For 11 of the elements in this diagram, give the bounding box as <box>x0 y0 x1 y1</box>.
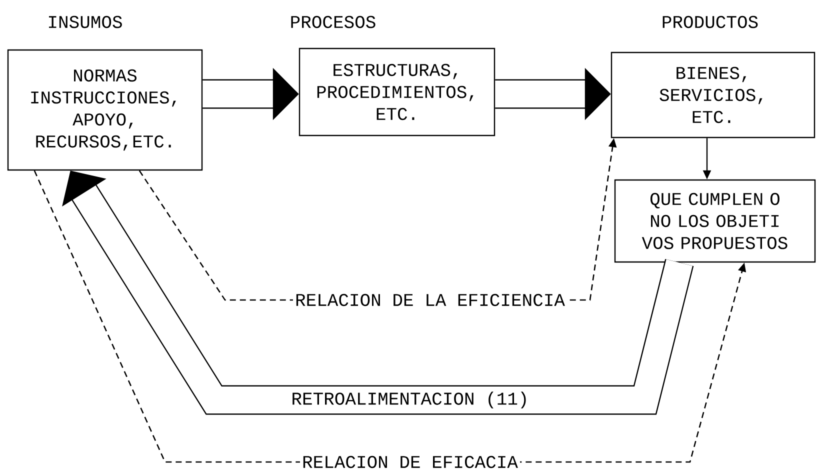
process-box: NORMAS INSTRUCCIONES, APOYO, RECURSOS,ETC. <box>7 49 203 171</box>
edge-label: RELACION DE LA EFICIENCIA <box>292 292 568 308</box>
process-box: ESTRUCTURAS, PROCEDIMIENTOS, ETC. <box>298 48 496 136</box>
process-box: BIENES, SERVICIOS, ETC. <box>610 52 816 138</box>
block-arrow <box>62 170 694 415</box>
column-heading: PRODUCTOS <box>662 16 758 28</box>
column-heading: INSUMOS <box>48 16 122 28</box>
edge-label: RELACION DE EFICACIA <box>300 454 520 470</box>
process-box: QUE CUMPLEN O NO LOS OBJETI VOS PROPUESTOS <box>614 179 816 263</box>
edge-label: RETROALIMENTACION (11) <box>289 390 531 410</box>
column-heading: PROCESOS <box>291 16 376 28</box>
